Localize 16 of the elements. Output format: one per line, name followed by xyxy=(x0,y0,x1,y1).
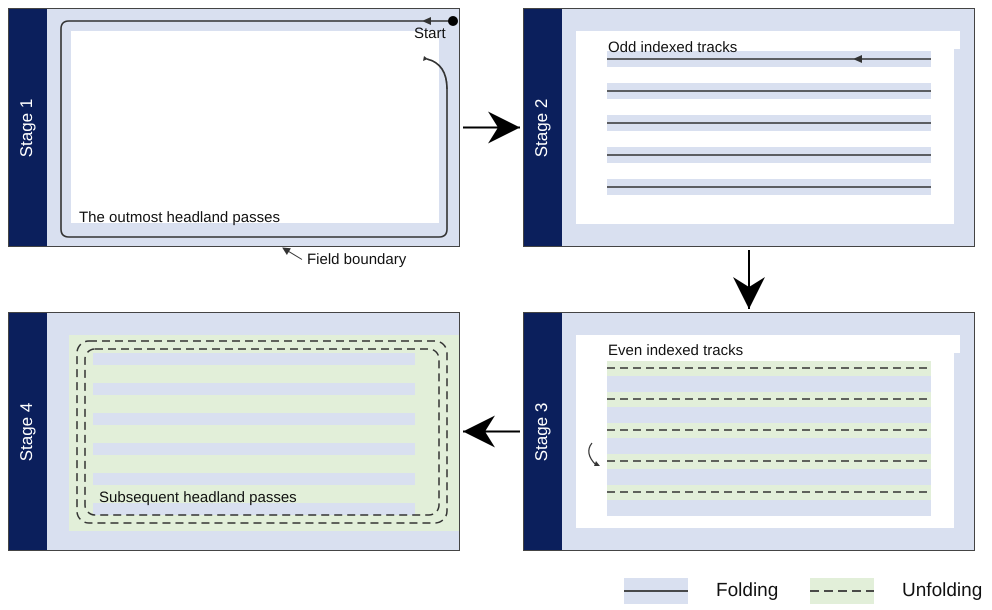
legend-label: Unfolding xyxy=(902,580,982,602)
stage-label: Stage 1 xyxy=(17,98,37,157)
field-caption: Even indexed tracks xyxy=(608,342,744,359)
chevron-arrow xyxy=(733,250,765,309)
leader-arrow xyxy=(282,247,302,260)
stage-label: Stage 2 xyxy=(532,98,552,157)
field-caption: Odd indexed tracks xyxy=(608,39,738,56)
stage-label: Stage 4 xyxy=(17,402,37,461)
field-caption: Subsequent headland passes xyxy=(99,489,297,506)
legend-label: Folding xyxy=(716,580,778,602)
stage-label: Stage 3 xyxy=(532,402,552,461)
callout-text: Field boundary xyxy=(307,251,406,268)
chevron-arrow xyxy=(463,112,520,144)
start-label: Start xyxy=(414,25,446,42)
chevron-arrow xyxy=(463,416,520,448)
field-caption: The outmost headland passes xyxy=(79,209,280,226)
